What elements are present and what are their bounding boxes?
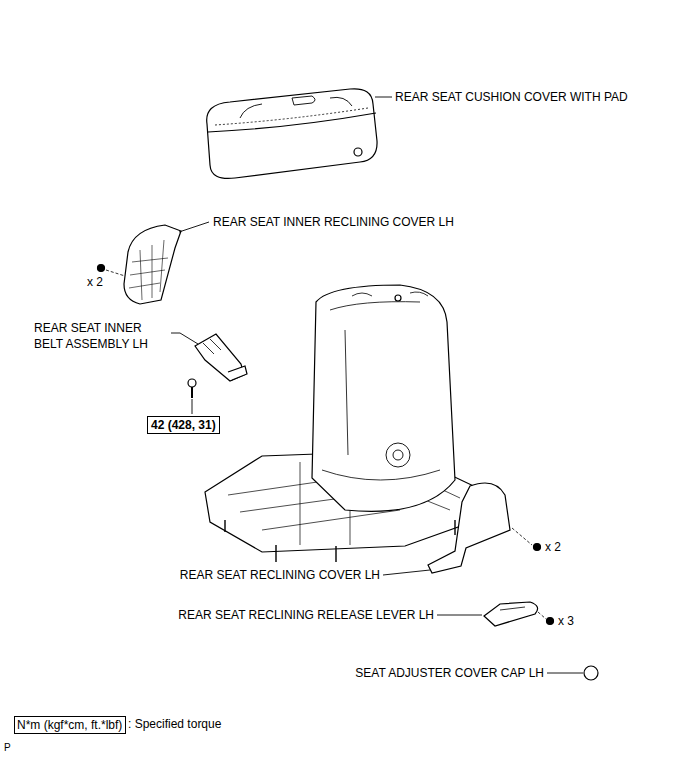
- quantity: x 2: [86, 274, 104, 290]
- part-name: REAR SEAT CUSHION COVER WITH PAD: [394, 89, 629, 105]
- part-name: SEAT ADJUSTER COVER CAP LH: [354, 665, 545, 681]
- torque-value: 42 (428, 31): [147, 416, 220, 434]
- release-lever-figure: [437, 602, 554, 626]
- seat-frame-figure: [205, 285, 482, 562]
- node-text: 42 (428, 31): [151, 418, 216, 432]
- quantity: x 2: [544, 539, 562, 555]
- part-name: REAR SEAT INNER RECLINING COVER LH: [212, 214, 455, 230]
- torque-legend-box: N*m (kgf*cm, ft.*lbf): [14, 716, 126, 734]
- part-name: REAR SEAT RECLINING RELEASE LEVER LH: [177, 607, 435, 623]
- quantity: x 3: [557, 613, 575, 629]
- cushion-figure: [207, 89, 392, 179]
- page-mark: P: [3, 740, 12, 756]
- node-text: N*m (kgf*cm, ft.*lbf): [17, 718, 123, 732]
- cover-cap-figure: [547, 666, 598, 680]
- legend-text: : Specified torque: [127, 716, 222, 732]
- inner-cover-figure: [98, 222, 210, 304]
- reclining-cover-figure: [383, 483, 541, 575]
- belt-figure: [171, 333, 247, 414]
- part-name: REAR SEAT INNER BELT ASSEMBLY LH: [33, 320, 167, 352]
- part-name: REAR SEAT RECLINING COVER LH: [179, 567, 381, 583]
